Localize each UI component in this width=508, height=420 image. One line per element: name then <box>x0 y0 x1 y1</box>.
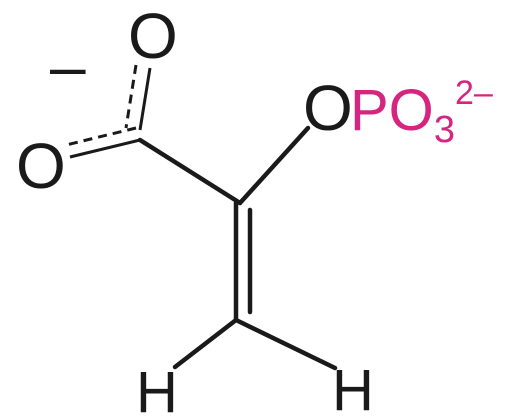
c1-c2-bond <box>137 137 243 206</box>
phosphate-element-label: PO <box>350 78 434 143</box>
carboxyl-co-left-bond-solid <box>69 138 141 159</box>
carboxyl-oxygen-top: O <box>128 0 178 72</box>
carboxyl-co-bond-dashed <box>124 64 138 129</box>
phosphate-charge: 2– <box>455 74 493 112</box>
carboxyl-co-bond-solid <box>138 67 152 131</box>
ester-oxygen: O <box>303 72 353 144</box>
carboxyl-co-left-bond-dashed <box>65 126 137 147</box>
phosphate-subscript: 3 <box>434 109 455 151</box>
c3-h-left-bond <box>172 317 239 370</box>
hydrogen-left: H <box>136 360 178 420</box>
phosphate-group: PO32– <box>350 74 493 151</box>
carboxyl-oxygen-left: O <box>16 130 66 202</box>
bond-group <box>65 64 338 371</box>
hydrogen-right: H <box>332 358 374 420</box>
c2-o-bond <box>237 125 311 206</box>
c3-h-right-bond <box>233 317 338 371</box>
charge-minus-label: – <box>50 30 86 102</box>
